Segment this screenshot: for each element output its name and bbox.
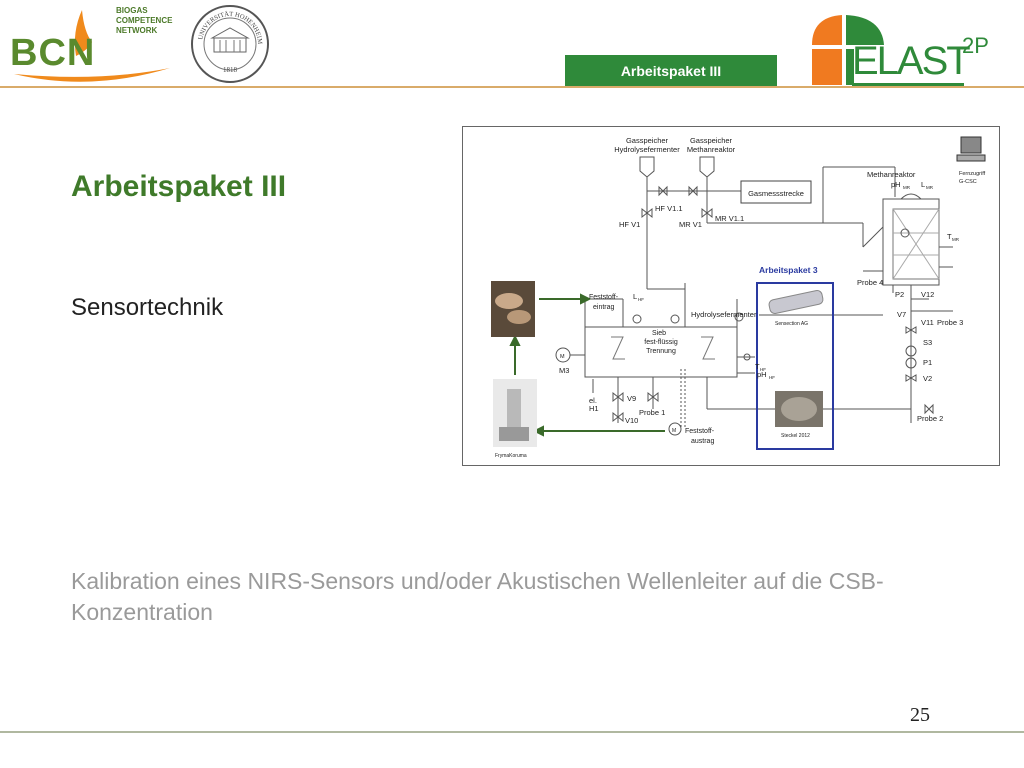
valve-hf-v11 bbox=[658, 185, 668, 197]
methane-reactor-vessel bbox=[882, 198, 940, 286]
ap3-highlight-box bbox=[756, 282, 834, 450]
label-motor: M bbox=[560, 354, 565, 360]
label-l-mr: L bbox=[921, 180, 925, 189]
gas-measure-box bbox=[740, 180, 812, 204]
label-v2: V2 bbox=[923, 374, 932, 383]
label-remote-1: Fernzugriff bbox=[959, 171, 986, 177]
bcn-logo-line-3: NETWORK bbox=[116, 26, 158, 35]
university-seal: UNIVERSITÄT HOHENHEIM 1818 bbox=[191, 5, 269, 83]
label-v10: V10 bbox=[625, 416, 638, 425]
label-ap3: Arbeitspaket 3 bbox=[759, 265, 818, 275]
label-probe2: Probe 2 bbox=[917, 414, 943, 423]
bcn-logo-line-1: BIOGAS bbox=[116, 6, 148, 15]
label-heater-2: H1 bbox=[589, 404, 599, 413]
elast-logo-underline bbox=[852, 83, 964, 87]
label-p1: P1 bbox=[923, 358, 932, 367]
valve-hf-v1 bbox=[641, 207, 653, 219]
bcn-swoosh bbox=[14, 10, 170, 82]
label-t-mr: T bbox=[947, 232, 952, 241]
label-gas-storage-hf-1: Gasspeicher bbox=[626, 136, 669, 145]
valve-mr-v11 bbox=[688, 185, 698, 197]
bcn-logo-text: BIOGAS COMPETENCE NETWORK bbox=[116, 6, 172, 36]
label-probe4: Probe 4 bbox=[857, 278, 883, 287]
label-ph-hf-sub: HF bbox=[769, 375, 775, 380]
page-number: 25 bbox=[910, 704, 930, 726]
label-solid-outlet-2: austrag bbox=[691, 438, 714, 445]
label-mr-v11: MR V1.1 bbox=[715, 214, 744, 223]
footer-divider bbox=[0, 731, 1024, 733]
elast-logo: ELAST 2P bbox=[812, 15, 992, 87]
label-solid-inlet-1: Feststoff- bbox=[589, 294, 619, 301]
label-sieve-3: Trennung bbox=[646, 348, 676, 355]
mushroom-photo bbox=[491, 281, 535, 337]
label-hf-v11: HF V1.1 bbox=[655, 204, 683, 213]
label-ph-mr-sub: MR bbox=[903, 185, 911, 190]
process-diagram: Gasspeicher Hydrolysefermenter Gasspeich… bbox=[462, 126, 1000, 466]
label-v9: V9 bbox=[627, 394, 636, 403]
seal-year: 1818 bbox=[223, 66, 238, 74]
label-l-mr-sub: MR bbox=[926, 185, 934, 190]
label-t-mr-sub: MR bbox=[952, 237, 960, 242]
motor-outlet bbox=[668, 422, 682, 436]
label-p2: P2 bbox=[895, 290, 904, 299]
label-l-hf-sub: HF bbox=[638, 297, 644, 302]
process-diagram-svg: Gasspeicher Hydrolysefermenter Gasspeich… bbox=[491, 136, 986, 459]
slide-subtitle: Sensortechnik bbox=[71, 294, 224, 321]
label-probe1: Probe 1 bbox=[639, 408, 665, 417]
label-v11: V11 bbox=[921, 318, 934, 327]
bcn-logo-letters: BCN bbox=[10, 32, 96, 74]
remote-access-computer-icon bbox=[960, 136, 982, 154]
label-m3: M3 bbox=[559, 366, 569, 375]
gas-storage-mr-tank bbox=[699, 156, 715, 178]
elast-logo-mark bbox=[812, 15, 884, 85]
sensor1-photo bbox=[768, 289, 824, 315]
gas-storage-hf-tank bbox=[639, 156, 655, 178]
label-sieve-2: fest-flüssig bbox=[644, 339, 678, 346]
label-ph-mr: pH bbox=[891, 180, 901, 189]
label-sensor1: Sensection AG bbox=[775, 321, 808, 327]
header-divider bbox=[0, 86, 1024, 88]
label-gas-storage-hf-2: Hydrolysefermenter bbox=[614, 145, 680, 154]
label-solid-inlet-2: eintrag bbox=[593, 304, 615, 311]
elast-logo-text: ELAST bbox=[852, 39, 971, 83]
elast-logo-sup: 2P bbox=[962, 33, 989, 58]
label-t-hf-sub: HF bbox=[760, 367, 766, 372]
slide-body-text: Kalibration eines NIRS-Sensors und/oder … bbox=[71, 568, 884, 625]
label-s3: S3 bbox=[923, 338, 932, 347]
label-hf-v1: HF V1 bbox=[619, 220, 640, 229]
label-mr-v1: MR V1 bbox=[679, 220, 702, 229]
section-tag: Arbeitspaket III bbox=[565, 55, 777, 86]
label-outlet-motor: M bbox=[672, 428, 676, 434]
label-v7: V7 bbox=[897, 310, 906, 319]
label-gas-storage-mr-2: Methanreaktor bbox=[687, 145, 736, 154]
label-sensor2: Steckel 2012 bbox=[781, 433, 810, 439]
label-t-hf: T bbox=[755, 362, 760, 371]
hydrolysis-fermenter-vessel bbox=[584, 326, 738, 378]
label-hydrolysis-fermenter: Hydrolysefermenter bbox=[691, 310, 757, 319]
valve-mr-v1 bbox=[701, 207, 713, 219]
label-heater-1: el. bbox=[589, 396, 597, 405]
bcn-logo-line-2: COMPETENCE bbox=[116, 16, 173, 25]
label-probe3: Probe 3 bbox=[937, 318, 963, 327]
label-ph-hf: pH bbox=[757, 370, 767, 379]
label-l-hf: L bbox=[633, 292, 637, 301]
label-sieve-1: Sieb bbox=[652, 330, 666, 337]
slide-title: Arbeitspaket III bbox=[71, 170, 287, 203]
label-gas-storage-mr-1: Gasspeicher bbox=[690, 136, 733, 145]
bcn-logo: BCN BIOGAS COMPETENCE NETWORK bbox=[10, 2, 180, 84]
label-remote-2: G-CSC bbox=[959, 179, 977, 185]
label-gas-measure: Gasmessstrecke bbox=[748, 189, 804, 198]
label-solid-outlet-1: Feststoff- bbox=[685, 428, 715, 435]
label-v12: V12 bbox=[921, 290, 934, 299]
label-methane-reactor: Methanreaktor bbox=[867, 170, 916, 179]
label-mill: FrymaKoruma bbox=[495, 453, 527, 459]
